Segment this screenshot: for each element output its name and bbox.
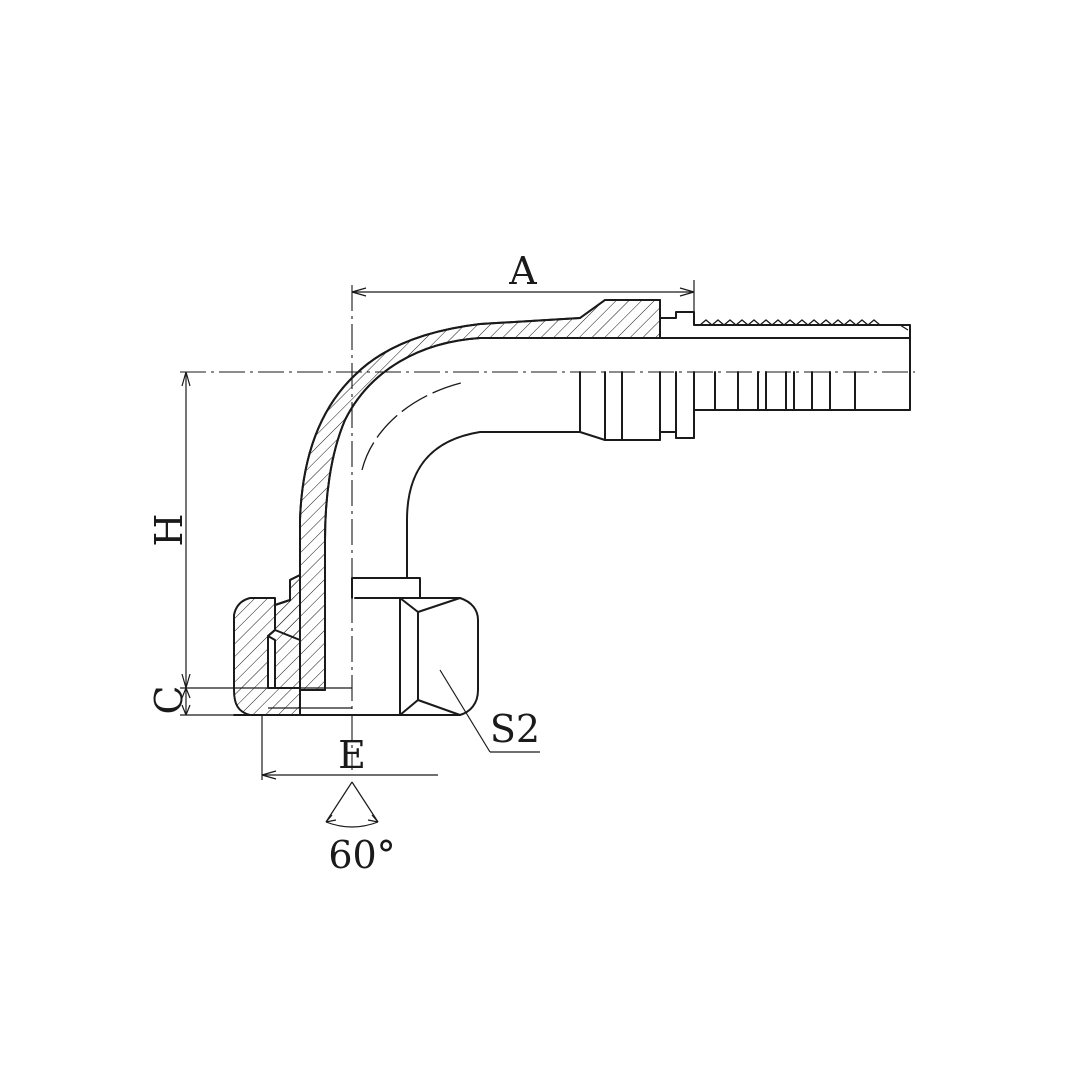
nut-neck	[351, 577, 421, 599]
elbow-outer-edge	[299, 317, 581, 576]
label-c: C	[147, 685, 191, 714]
tail-top-outline	[579, 299, 911, 411]
nut-hex-facets	[399, 597, 461, 716]
s2-leader	[439, 669, 540, 753]
label-angle: 60°	[328, 833, 395, 877]
label-h: H	[147, 513, 191, 546]
dimension-c	[180, 687, 300, 716]
elbow-bore-edge	[324, 337, 581, 691]
cone-seat-section	[267, 574, 301, 689]
elbow-wall-section	[274, 299, 661, 691]
dimension-e	[261, 715, 438, 780]
elbow-inner-curve	[406, 431, 581, 579]
elbow-shade-curve	[361, 381, 466, 471]
label-e: E	[338, 733, 366, 777]
tail-bottom-outline	[579, 409, 695, 441]
label-s2: S2	[490, 707, 540, 751]
label-a: A	[508, 249, 537, 293]
nut-outline	[354, 597, 479, 716]
cone-angle-symbol	[325, 781, 379, 828]
barb-ridges	[714, 371, 856, 411]
dimension-a	[351, 280, 695, 318]
barb-teeth	[699, 319, 909, 331]
dimension-h	[181, 371, 191, 689]
